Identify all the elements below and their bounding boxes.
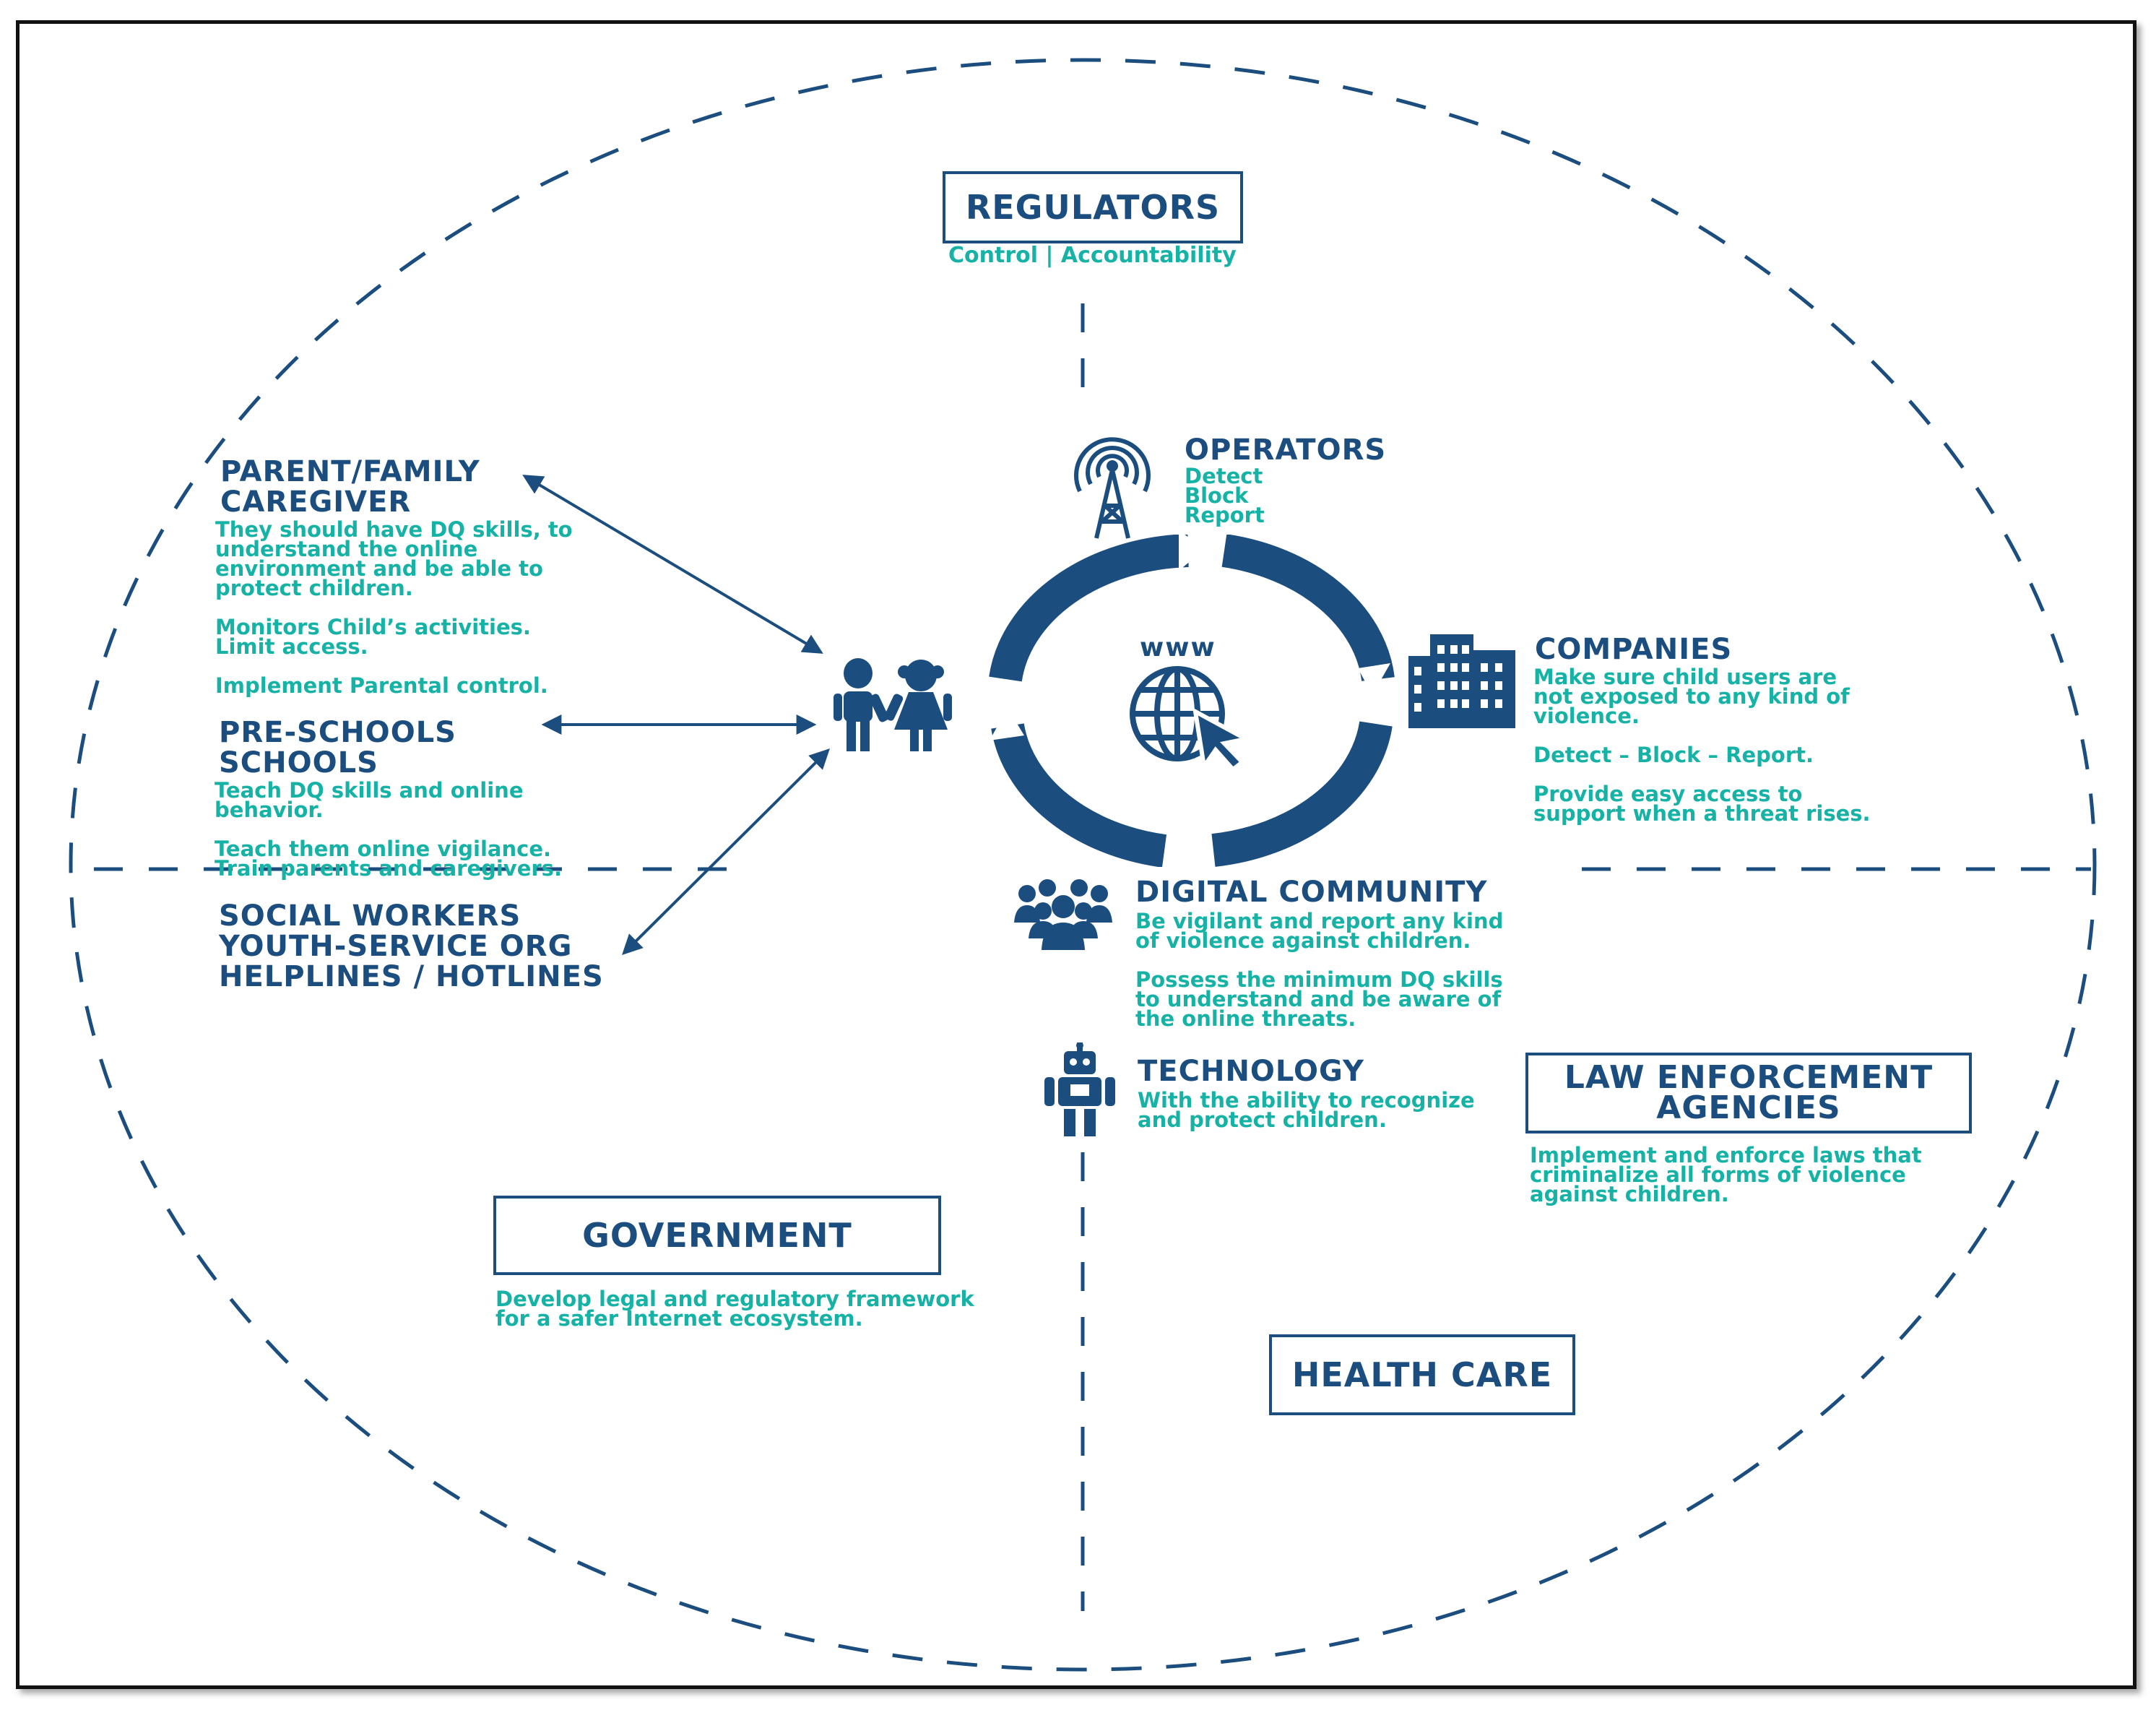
schools-title-line: SCHOOLS — [219, 746, 378, 780]
operators-line: Report — [1185, 503, 1265, 527]
companies-text: Make sure child users are not exposed to… — [1533, 665, 1871, 826]
parent-line: understand the online — [215, 537, 478, 561]
technology-text: With the ability to recognize and protec… — [1138, 1088, 1475, 1132]
parent-title-line: PARENT/FAMILY — [220, 455, 480, 488]
law-enforcement-box: LAW ENFORCEMENT AGENCIES — [1525, 1053, 1972, 1133]
law-line: criminalize all forms of violence — [1530, 1162, 1906, 1187]
robot-icon — [1044, 1042, 1115, 1136]
law-title-line: LAW ENFORCEMENT — [1564, 1059, 1934, 1096]
digital-community-title: DIGITAL COMMUNITY — [1135, 876, 1488, 909]
companies-line: support when a threat rises. — [1533, 801, 1871, 826]
companies-line: Provide easy access to — [1533, 782, 1803, 806]
technology-line: With the ability to recognize — [1138, 1088, 1475, 1113]
technology-line: and protect children. — [1138, 1107, 1387, 1132]
companies-line: Detect – Block – Report. — [1533, 743, 1814, 767]
companies-line: violence. — [1533, 704, 1640, 728]
parent-line: Limit access. — [215, 634, 368, 659]
schools-line: Teach DQ skills and online — [215, 778, 524, 803]
social-title-line: SOCIAL WORKERS — [219, 899, 521, 933]
regulators-box: REGULATORS — [943, 171, 1243, 243]
government-line: for a safer Internet ecosystem. — [495, 1306, 863, 1331]
diagram-frame — [16, 20, 2136, 1689]
radio-tower-icon — [1074, 437, 1151, 539]
social-title: SOCIAL WORKERS YOUTH-SERVICE ORG HELPLIN… — [219, 901, 604, 992]
schools-title-line: PRE-SCHOOLS — [219, 716, 456, 749]
parent-line: They should have DQ skills, to — [215, 517, 573, 542]
parent-line: protect children. — [215, 576, 413, 600]
arrow-parent-children — [522, 475, 823, 654]
parent-line: Monitors Child’s activities. — [215, 615, 531, 639]
government-box: GOVERNMENT — [493, 1196, 941, 1275]
arrow-social-children — [622, 748, 830, 955]
operators-list: Detect Block Report — [1185, 464, 1265, 527]
ecosystem-ellipse — [69, 58, 2097, 1672]
parent-line: environment and be able to — [215, 556, 543, 581]
community-group-icon — [1014, 879, 1112, 950]
regulators-title: REGULATORS — [965, 188, 1221, 227]
companies-title: COMPANIES — [1535, 633, 1733, 666]
parent-title-line: CAREGIVER — [220, 485, 412, 519]
government-text: Develop legal and regulatory framework f… — [495, 1287, 974, 1331]
schools-title: PRE-SCHOOLS SCHOOLS — [219, 717, 456, 778]
operators-line: Block — [1185, 483, 1249, 508]
technology-title: TECHNOLOGY — [1138, 1055, 1364, 1088]
digital-community-line: to understand and be aware of — [1135, 987, 1502, 1011]
digital-community-line: of violence against children. — [1135, 928, 1471, 953]
www-label: www — [1140, 633, 1216, 662]
digital-community-line: Be vigilant and report any kind — [1135, 909, 1504, 933]
government-title: GOVERNMENT — [582, 1216, 852, 1255]
cycle-arrows-icon — [989, 535, 1395, 867]
companies-line: not exposed to any kind of — [1533, 684, 1850, 709]
operators-line: Detect — [1185, 464, 1263, 488]
children-icon — [834, 658, 952, 751]
law-text: Implement and enforce laws that criminal… — [1530, 1143, 1922, 1206]
schools-line: behavior. — [215, 798, 324, 822]
companies-line: Make sure child users are — [1533, 665, 1837, 689]
government-line: Develop legal and regulatory framework — [495, 1287, 974, 1311]
social-title-line: HELPLINES / HOTLINES — [219, 960, 604, 993]
parent-title: PARENT/FAMILY CAREGIVER — [220, 457, 480, 517]
law-line: Implement and enforce laws that — [1530, 1143, 1922, 1167]
health-care-box: HEALTH CARE — [1269, 1334, 1575, 1415]
schools-line: Teach them online vigilance. — [215, 837, 552, 861]
social-title-line: YOUTH-SERVICE ORG — [219, 930, 573, 963]
digital-community-text: Be vigilant and report any kind of viole… — [1135, 909, 1504, 1031]
schools-text: Teach DQ skills and online behavior. Tea… — [215, 778, 562, 881]
building-icon — [1408, 634, 1515, 728]
law-line: against children. — [1530, 1182, 1729, 1206]
parent-line: Implement Parental control. — [215, 673, 548, 698]
health-care-title: HEALTH CARE — [1291, 1355, 1553, 1394]
digital-community-line: Possess the minimum DQ skills — [1135, 967, 1503, 992]
parent-text: They should have DQ skills, to understan… — [215, 517, 573, 698]
law-title-line: AGENCIES — [1656, 1089, 1841, 1126]
operators-title: OPERATORS — [1185, 433, 1387, 467]
globe-cursor-icon — [1130, 666, 1252, 769]
schools-line: Train parents and caregivers. — [215, 856, 562, 881]
regulators-subtitle: Control | Accountability — [948, 243, 1237, 268]
digital-community-line: the online threats. — [1135, 1006, 1356, 1031]
